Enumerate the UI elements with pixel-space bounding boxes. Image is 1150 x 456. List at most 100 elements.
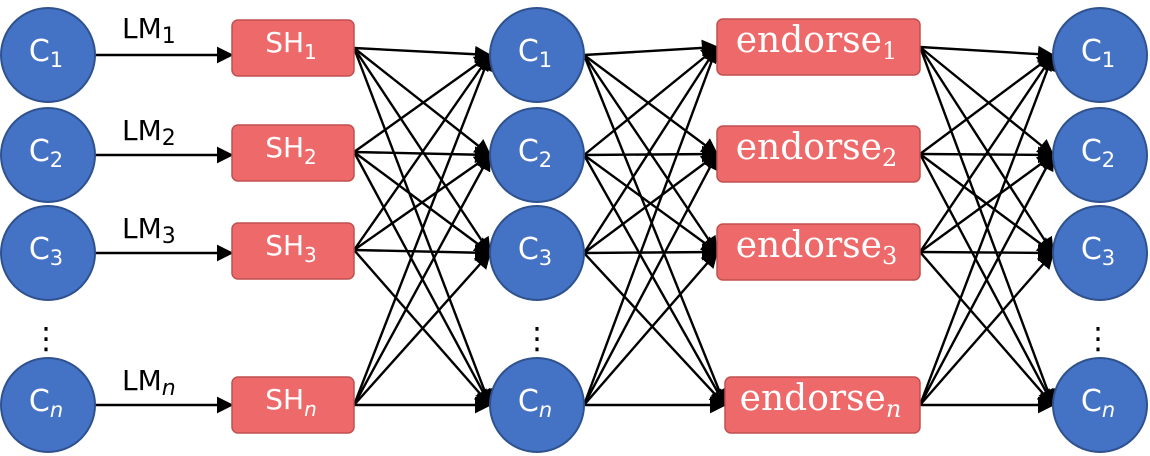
sh-box-1-label: SH1 bbox=[265, 26, 317, 64]
client-node-left-1-label-subscript: 1 bbox=[50, 48, 63, 72]
edge-endorse4-to-c1 bbox=[918, 53, 1056, 406]
edge-sh4-to-c1 bbox=[352, 53, 493, 406]
edge-c1-to-endorse4 bbox=[582, 54, 728, 407]
client-node-middle-1-circle bbox=[489, 7, 585, 103]
edge-c1-to-endorse2 bbox=[583, 54, 719, 156]
sh-box-2-label-subscript: 2 bbox=[304, 145, 317, 169]
endorse-box-1-rect bbox=[716, 18, 921, 76]
client-node-middle-4: Cn bbox=[489, 357, 585, 453]
client-node-middle-4-label: Cn bbox=[518, 384, 552, 423]
sh-box-2-rect bbox=[231, 124, 355, 182]
edge-endorse4-to-c2 bbox=[918, 153, 1055, 406]
client-node-right-4-label: Cn bbox=[1081, 384, 1115, 423]
sh-box-1-label-subscript: 1 bbox=[304, 40, 317, 64]
edge-c3-to-endorse2 bbox=[583, 152, 719, 254]
client-node-middle-4-circle bbox=[489, 357, 585, 453]
edge-c4-to-endorse3 bbox=[583, 250, 719, 406]
endorse-box-4-rect bbox=[724, 376, 921, 434]
client-node-middle-4-label-subscript: n bbox=[539, 398, 552, 422]
ellipsis-right: ⋮ bbox=[1083, 322, 1113, 357]
endorse-box-1-label-subscript: 1 bbox=[882, 37, 897, 65]
lm-label-3-main: LM bbox=[122, 212, 162, 245]
client-node-left-1-label: C1 bbox=[29, 34, 63, 73]
client-node-left-2-circle bbox=[0, 107, 96, 203]
client-node-right-1-label: C1 bbox=[1081, 34, 1115, 73]
client-node-middle-1-label-subscript: 1 bbox=[539, 48, 552, 72]
lm-label-4-subscript: n bbox=[162, 376, 176, 401]
client-node-middle-2-label-main: C bbox=[518, 134, 539, 169]
client-node-left-4-label-subscript: n bbox=[50, 398, 63, 422]
client-node-left-4-label-main: C bbox=[29, 384, 50, 419]
client-node-right-1-label-main: C bbox=[1081, 34, 1102, 69]
client-node-left-1-label-main: C bbox=[29, 34, 50, 69]
client-node-middle-1-label: C1 bbox=[518, 34, 552, 73]
endorse-box-2-label-main: endorse bbox=[736, 127, 882, 168]
sh-box-4-rect bbox=[231, 376, 355, 434]
edge-sh4-to-c2 bbox=[352, 153, 492, 406]
edge-endorse1-to-c2 bbox=[919, 46, 1055, 157]
client-node-right-2-label-subscript: 2 bbox=[1102, 148, 1115, 172]
client-node-left-2-label: C2 bbox=[29, 134, 63, 173]
client-node-middle-3-label-main: C bbox=[518, 232, 539, 267]
client-node-middle-2: C2 bbox=[489, 107, 585, 203]
edge-endorse4-to-c3 bbox=[919, 251, 1055, 406]
edge-endorse3-to-c1 bbox=[919, 53, 1054, 253]
sh-box-3-label-subscript: 3 bbox=[304, 243, 317, 267]
client-node-left-4-circle bbox=[0, 357, 96, 453]
edge-sh3-to-c2 bbox=[353, 154, 492, 251]
client-node-left-1: C1 bbox=[0, 7, 96, 103]
client-node-left-2-label-main: C bbox=[29, 134, 50, 169]
edge-c2-to-endorse2 bbox=[583, 145, 719, 163]
client-node-middle-3-label-subscript: 3 bbox=[539, 246, 552, 270]
edge-c3-to-endorse4 bbox=[583, 252, 727, 407]
edge-sh4-to-c3 bbox=[353, 251, 492, 406]
sh-box-1: SH1 bbox=[231, 19, 355, 77]
client-node-right-3-label: C3 bbox=[1081, 232, 1115, 271]
edge-c1-to-endorse1 bbox=[583, 39, 719, 57]
edge-c2-to-endorse1 bbox=[583, 45, 719, 156]
edge-endorse3-to-c3 bbox=[919, 244, 1055, 262]
lm-label-2: LM2 bbox=[122, 114, 176, 151]
lm-label-2-subscript: 2 bbox=[162, 126, 176, 151]
client-node-right-2-label-main: C bbox=[1081, 134, 1102, 169]
client-node-right-2-circle bbox=[1052, 107, 1148, 203]
lm-label-4-main: LM bbox=[122, 364, 162, 397]
client-node-middle-1: C1 bbox=[489, 7, 585, 103]
edge-c3-to-endorse1 bbox=[582, 45, 719, 254]
edge-endorse1-to-c1 bbox=[919, 45, 1055, 63]
endorse-box-2-label: endorse2 bbox=[736, 127, 897, 172]
client-node-middle-2-label-subscript: 2 bbox=[539, 148, 552, 172]
sh-box-3: SH3 bbox=[231, 222, 355, 280]
client-node-right-2: C2 bbox=[1052, 107, 1148, 203]
endorse-box-4: endorsen bbox=[724, 376, 921, 434]
client-node-right-3-label-main: C bbox=[1081, 232, 1102, 267]
lm-label-1-main: LM bbox=[122, 12, 162, 45]
client-node-right-4-label-main: C bbox=[1081, 384, 1102, 419]
client-node-left-2-label-subscript: 2 bbox=[50, 148, 63, 172]
ellipsis-left: ⋮ bbox=[31, 322, 61, 357]
sh-box-2-label-main: SH bbox=[265, 131, 304, 164]
client-node-middle-2-label: C2 bbox=[518, 134, 552, 173]
edge-sh3-to-c3 bbox=[353, 244, 492, 262]
edge-endorse2-to-c1 bbox=[919, 53, 1055, 155]
sh-box-2: SH2 bbox=[231, 124, 355, 182]
endorse-box-4-label-main: endorse bbox=[740, 378, 886, 419]
client-node-left-3-label-subscript: 3 bbox=[50, 246, 63, 270]
sh-box-1-label-main: SH bbox=[265, 26, 304, 59]
lm-label-1: LM1 bbox=[122, 12, 176, 49]
endorse-box-1: endorse1 bbox=[716, 18, 921, 76]
client-node-right-1-circle bbox=[1052, 7, 1148, 103]
endorse-box-3-label-subscript: 3 bbox=[882, 242, 897, 270]
edges-layer bbox=[95, 39, 1056, 414]
edge-c3-to-endorse3 bbox=[583, 243, 719, 261]
endorse-box-1-label: endorse1 bbox=[736, 20, 897, 65]
client-node-right-1-label-subscript: 1 bbox=[1102, 48, 1115, 72]
endorse-box-2-rect bbox=[716, 125, 921, 183]
client-node-left-3-label: C3 bbox=[29, 232, 63, 271]
client-node-left-3-circle bbox=[0, 205, 96, 301]
edge-sh3-to-c1 bbox=[353, 53, 491, 251]
client-node-left-2: C2 bbox=[0, 107, 96, 203]
client-node-right-3-label-subscript: 3 bbox=[1102, 246, 1115, 270]
client-node-left-1-circle bbox=[0, 7, 96, 103]
client-node-right-4-circle bbox=[1052, 357, 1148, 453]
